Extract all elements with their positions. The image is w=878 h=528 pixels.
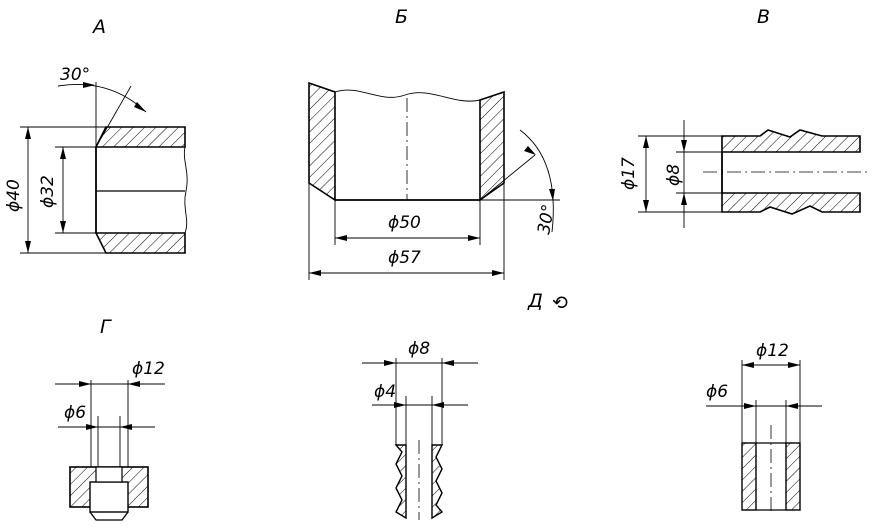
- view-v: В ϕ17 ϕ8: [619, 6, 870, 228]
- view-b-letter: Б: [395, 6, 408, 28]
- view-d2-dia-inner: ϕ6: [706, 382, 728, 402]
- view-d1-part: [394, 444, 407, 520]
- view-d1-dia-outer: ϕ8: [408, 339, 430, 359]
- view-d2-dia-outer: ϕ12: [756, 341, 789, 361]
- view-d2-right-wall: [785, 442, 801, 511]
- view-g: Г ϕ12 ϕ6: [55, 316, 165, 521]
- view-v-lower-wall: [721, 192, 861, 215]
- view-a-dia-inner: ϕ32: [38, 175, 58, 208]
- view-b-left-wall: [308, 81, 336, 202]
- view-a-angle: 30°: [60, 65, 90, 85]
- view-d2-left-wall: [741, 442, 757, 511]
- view-a: А ϕ40 ϕ32 30°: [4, 16, 188, 254]
- view-b-dia-outer: ϕ57: [388, 248, 421, 268]
- view-v-letter: В: [757, 6, 770, 28]
- view-d-header: Д ⟲: [527, 290, 569, 314]
- view-d-rotation-symbol: ⟲: [552, 292, 569, 314]
- view-v-dia-inner: ϕ8: [664, 164, 684, 186]
- view-d2: ϕ12 ϕ6: [706, 341, 822, 515]
- view-g-dia-outer: ϕ12: [132, 359, 165, 379]
- view-b-angle: 30°: [534, 203, 559, 236]
- view-a-lower-wall: [94, 232, 186, 254]
- view-g-dia-inner: ϕ6: [64, 403, 86, 423]
- view-v-upper-wall: [721, 129, 861, 153]
- view-b-dia-inner: ϕ50: [388, 213, 421, 233]
- view-d1: ϕ8 ϕ4: [362, 339, 478, 520]
- view-b: Б ϕ50 ϕ57 30°: [308, 6, 560, 280]
- view-a-dia-outer: ϕ40: [4, 179, 24, 212]
- view-a-letter: А: [91, 16, 106, 38]
- view-d-letter: Д: [527, 290, 543, 312]
- view-d1-dia-inner: ϕ4: [374, 382, 396, 402]
- view-v-dia-outer: ϕ17: [619, 157, 639, 190]
- view-a-upper-wall: [94, 126, 186, 148]
- view-g-letter: Г: [100, 316, 112, 338]
